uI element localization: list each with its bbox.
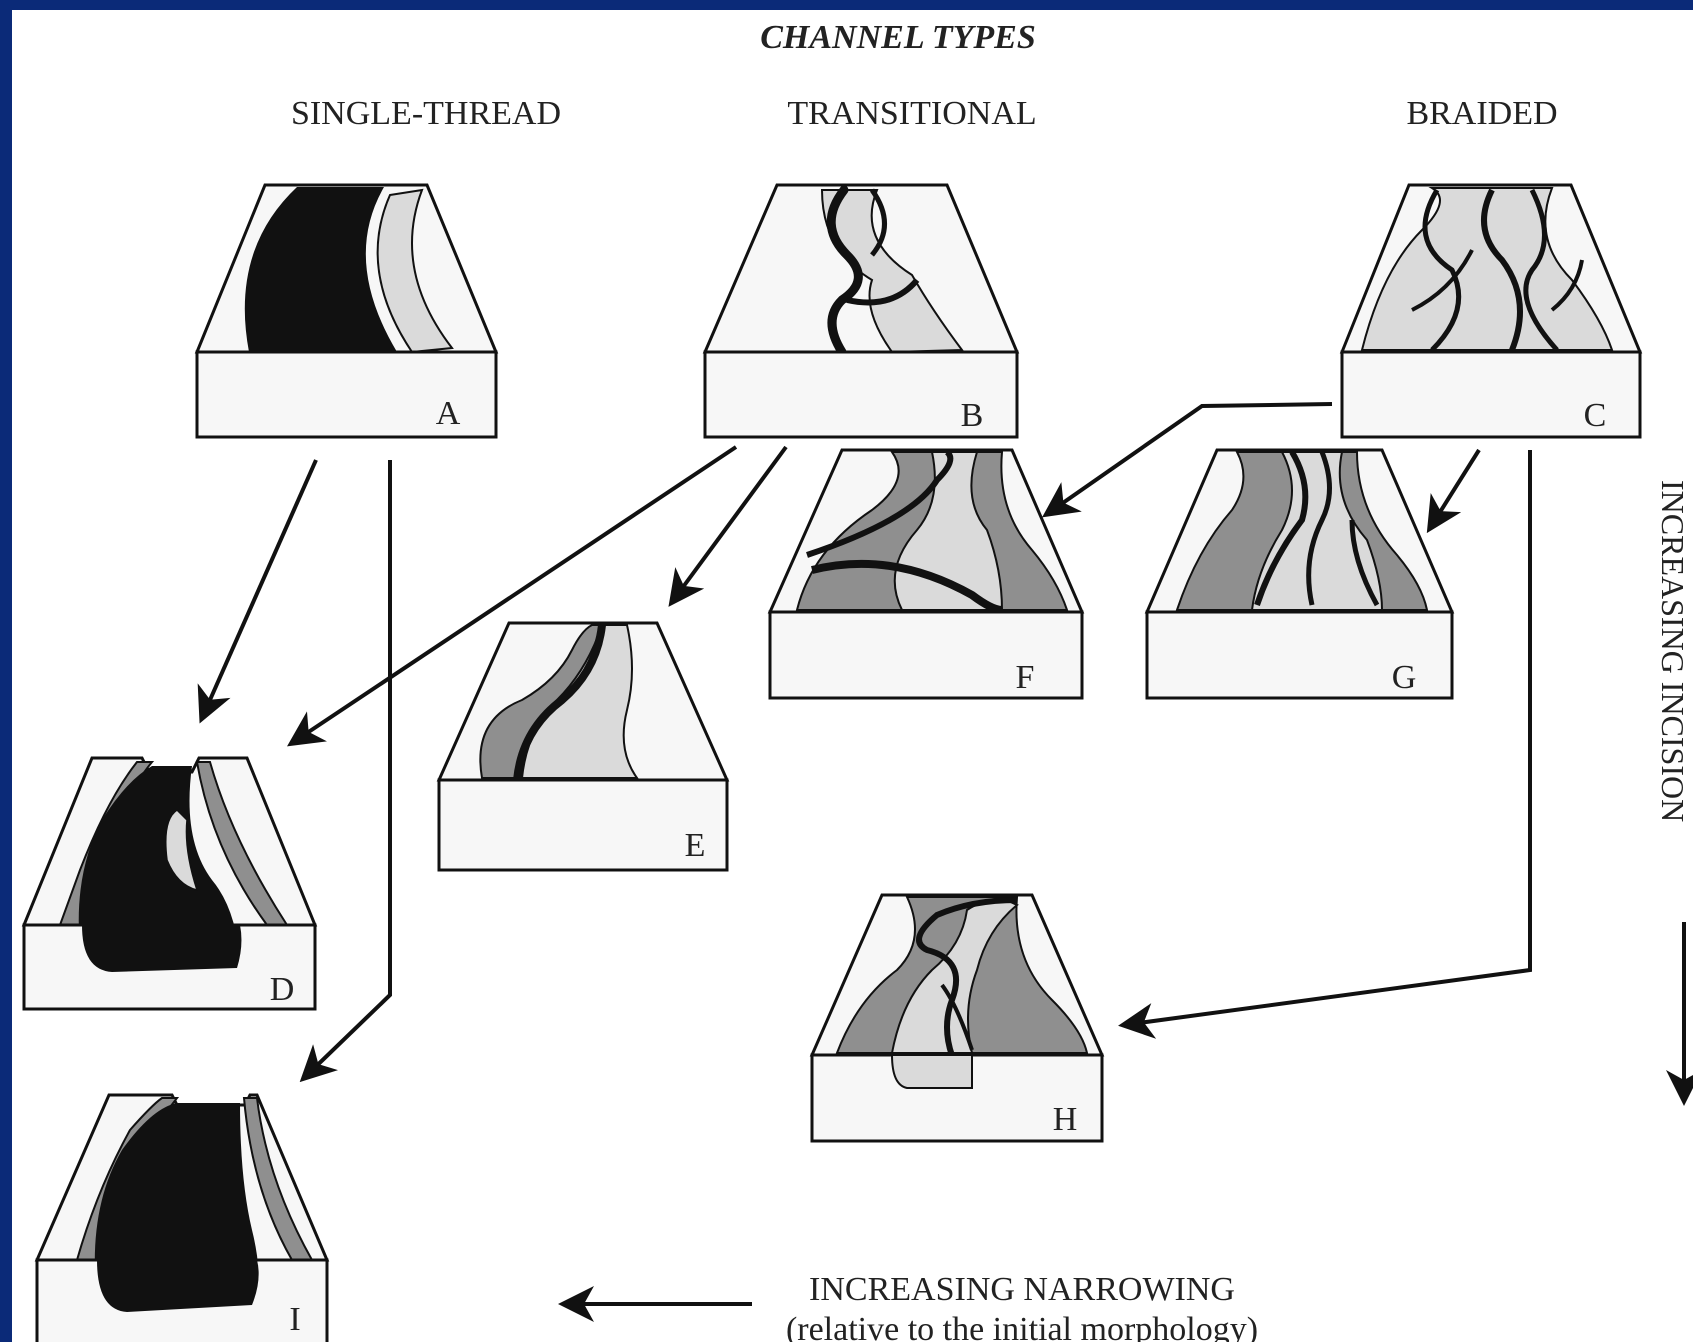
block-i: I	[37, 1095, 327, 1342]
block-f: F	[770, 450, 1082, 698]
column-label-single-thread: SINGLE-THREAD	[291, 95, 561, 132]
block-e-label: E	[685, 827, 706, 864]
channel-types-diagram: CHANNEL TYPES SINGLE-THREAD TRANSITIONAL…	[12, 10, 1693, 1342]
column-label-braided: BRAIDED	[1406, 95, 1557, 132]
block-g-label: G	[1392, 659, 1417, 696]
block-d-label: D	[270, 971, 295, 1008]
diagram-frame: CHANNEL TYPES SINGLE-THREAD TRANSITIONAL…	[12, 10, 1693, 1342]
block-c-label: C	[1584, 397, 1607, 434]
block-a: A	[197, 185, 496, 437]
diagram-title: CHANNEL TYPES	[760, 19, 1036, 56]
block-h: H	[812, 895, 1102, 1141]
incision-axis-label: INCREASING INCISION	[1655, 480, 1691, 822]
narrowing-axis-label: INCREASING NARROWING	[809, 1271, 1235, 1308]
block-c: C	[1342, 185, 1640, 437]
narrowing-axis-sublabel: (relative to the initial morphology)	[786, 1311, 1258, 1342]
block-h-label: H	[1053, 1101, 1078, 1138]
arrow-b-to-e	[672, 447, 786, 602]
block-e: E	[439, 623, 727, 870]
column-label-transitional: TRANSITIONAL	[787, 95, 1036, 132]
block-b-label: B	[961, 397, 984, 434]
arrow-a-to-d	[202, 460, 316, 718]
block-a-label: A	[436, 395, 461, 432]
block-f-label: F	[1016, 659, 1035, 696]
block-i-label: I	[289, 1301, 300, 1338]
arrow-a-to-i	[304, 460, 390, 1078]
block-d: D	[24, 758, 315, 1009]
block-b: B	[705, 185, 1017, 437]
arrow-c-to-g	[1430, 450, 1479, 528]
block-g: G	[1147, 450, 1452, 698]
